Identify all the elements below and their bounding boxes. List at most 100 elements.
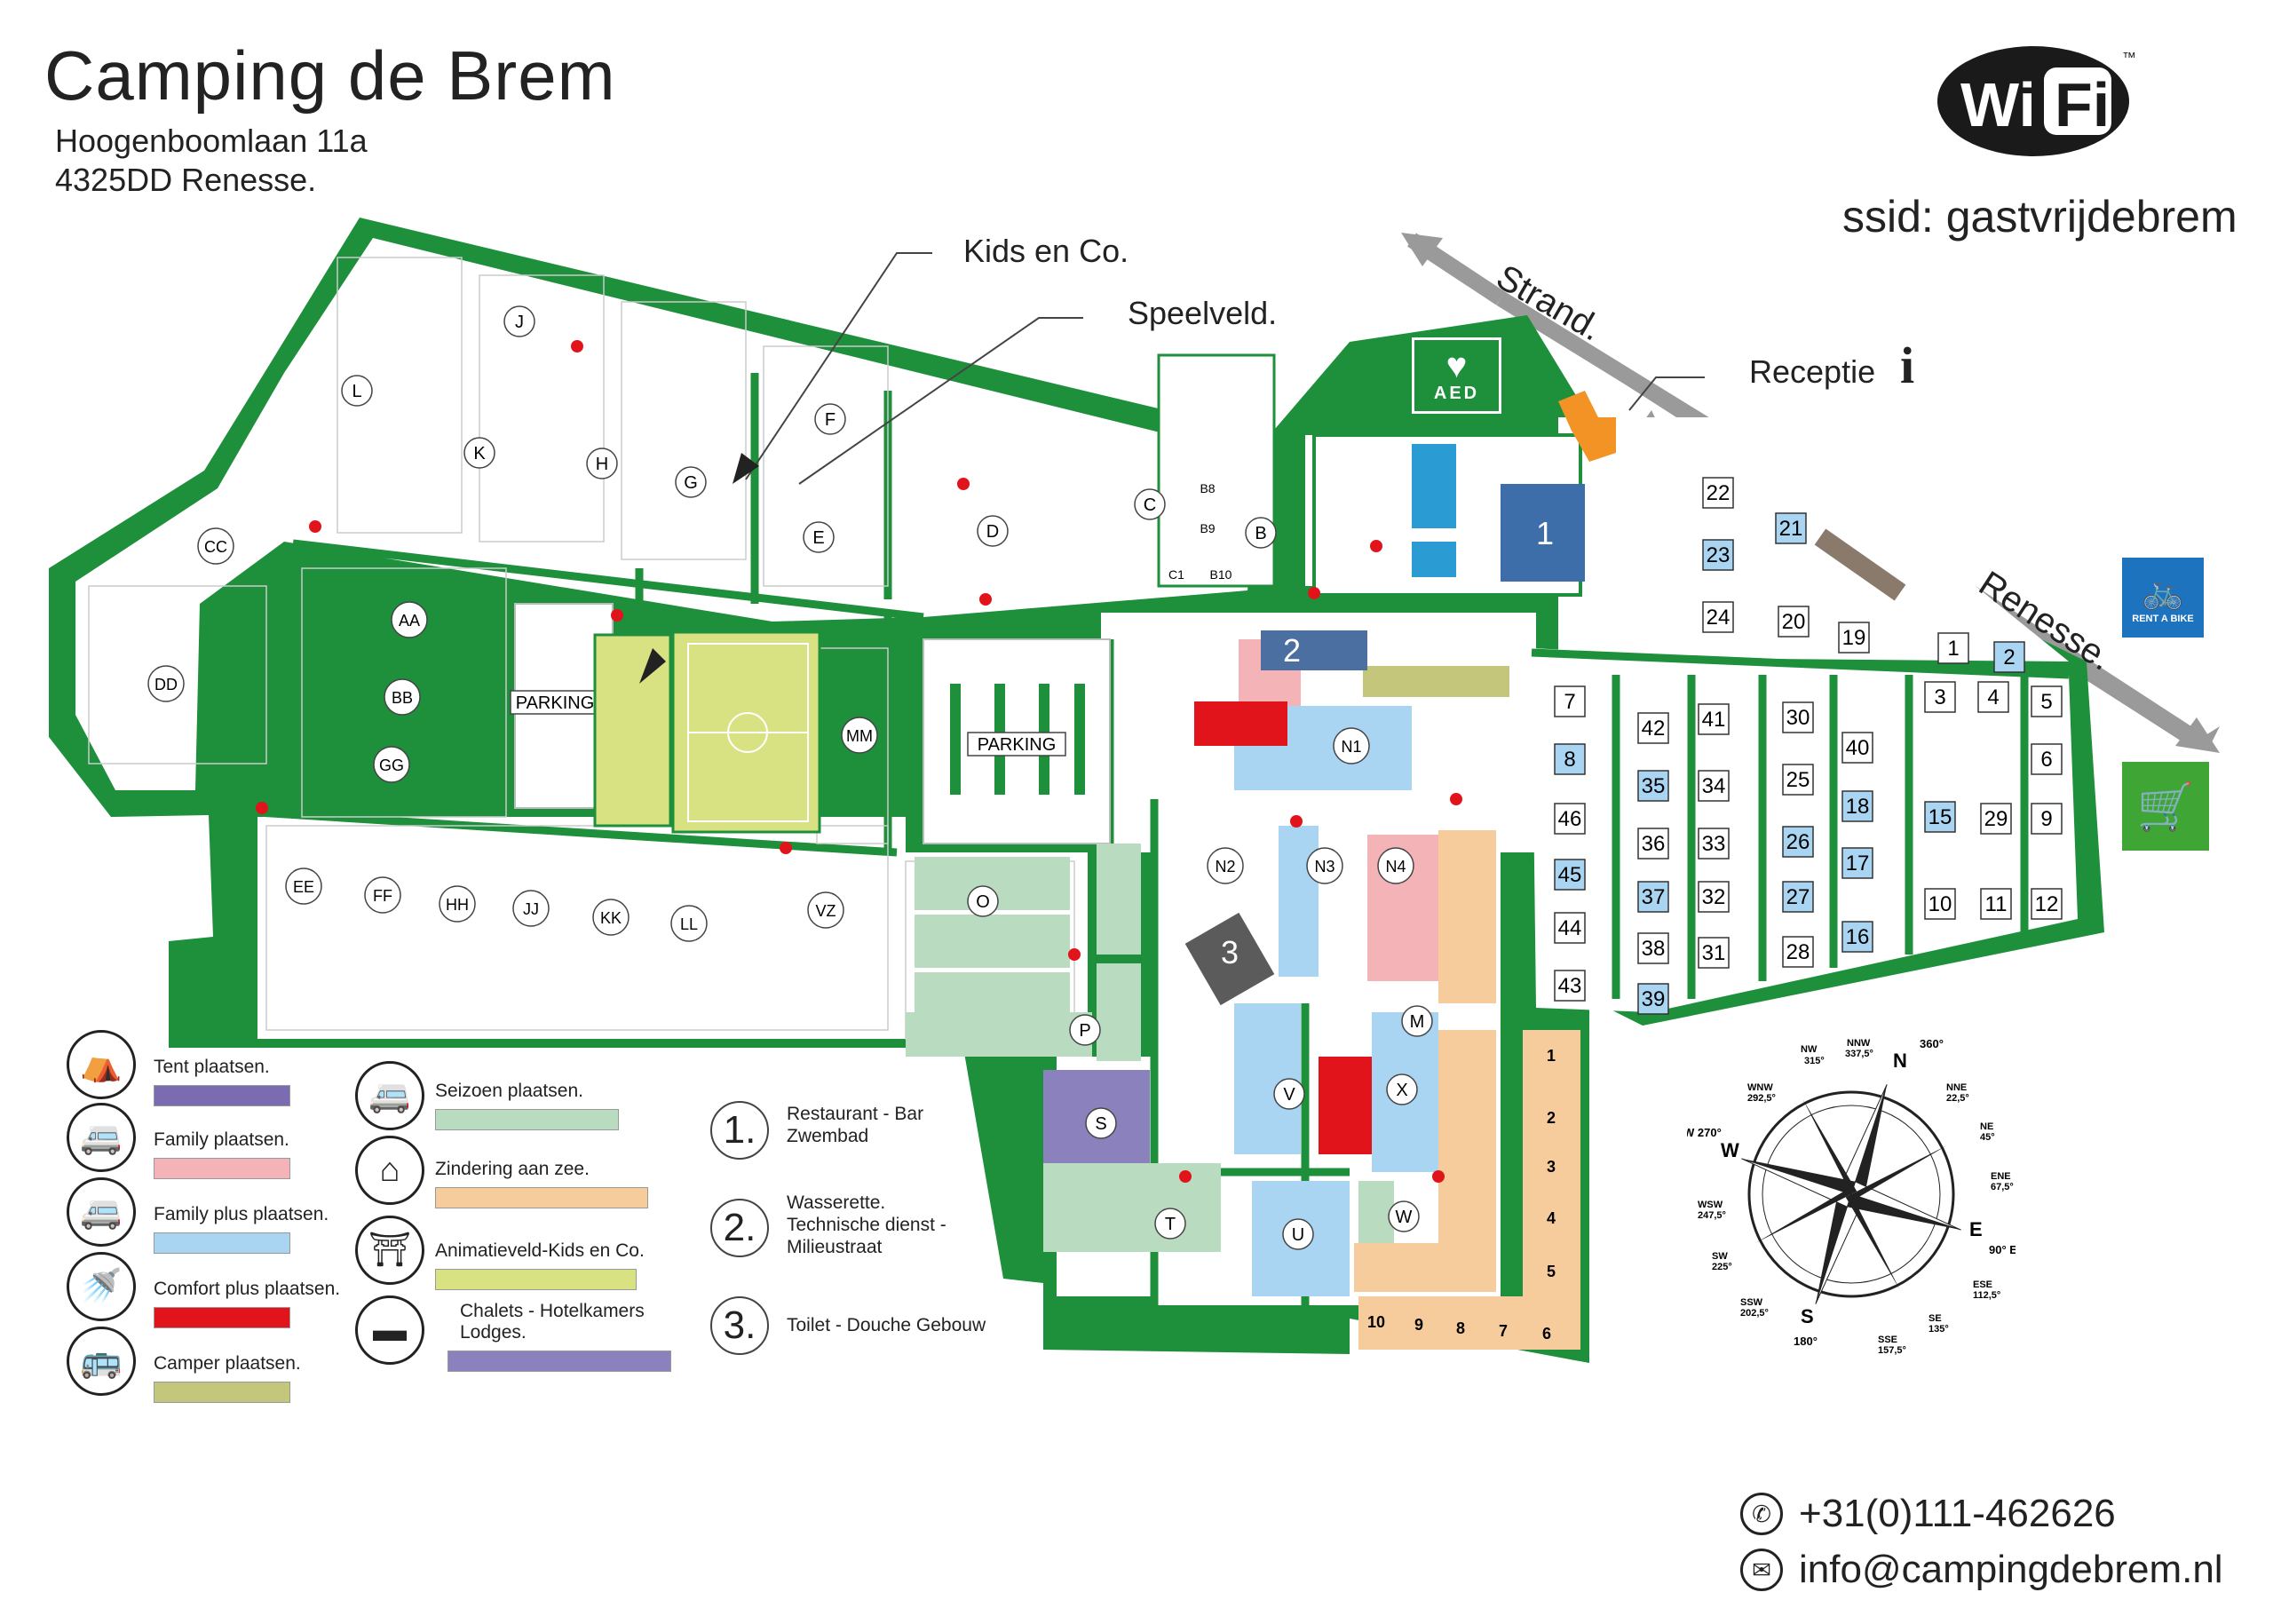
section-marker: CC	[197, 527, 234, 565]
chalet-c1: C1	[1168, 567, 1184, 582]
section-label: GG	[379, 757, 404, 774]
wifi-logo-fi: Fi	[2055, 70, 2110, 139]
section-label: VZ	[815, 902, 836, 920]
plot-box	[1554, 859, 1586, 891]
plot-number: 9	[2040, 807, 2052, 831]
section-marker: J	[503, 305, 535, 337]
compass-sse: SSE	[1878, 1335, 1897, 1345]
legend-label: Family plaatsen.	[154, 1129, 289, 1150]
chalet-b8: B8	[1200, 481, 1215, 495]
plot-number: 34	[1702, 774, 1726, 798]
plot-number: 2	[2003, 646, 2015, 669]
section-marker: E	[803, 521, 835, 553]
wifi-ssid: ssid: gastvrijdebrem	[1842, 192, 2237, 242]
compass-ese-deg: 112,5°	[1973, 1290, 2000, 1301]
legend-label: Animatieveld-Kids en Co.	[435, 1240, 645, 1261]
section-label: B	[1255, 524, 1266, 543]
section-marker: LL	[670, 905, 708, 942]
section-marker: D	[977, 515, 1009, 547]
plot-number: 6	[2040, 748, 2052, 772]
plot-number: 19	[1842, 626, 1866, 650]
legend-item-comfort-plus: 🚿 Comfort plus plaatsen.	[67, 1252, 341, 1328]
legend-item-tent: ⛺ Tent plaatsen.	[67, 1030, 340, 1106]
plot-box	[1637, 712, 1669, 744]
section-marker: W	[1388, 1200, 1420, 1232]
plot-number: 29	[1984, 807, 2008, 831]
section-marker: BB	[384, 678, 421, 716]
legend-swatch	[154, 1307, 290, 1328]
section-label: CC	[204, 538, 227, 556]
info-icon: i	[1900, 337, 1915, 394]
contact-phone: ✆ +31(0)111-462626	[1740, 1492, 2116, 1536]
plot-box	[1782, 764, 1814, 796]
plot-box	[1924, 888, 1956, 920]
section-label: H	[596, 455, 608, 474]
legend-swatch	[447, 1351, 671, 1372]
compass-wnw: WNW	[1747, 1082, 1773, 1093]
legend-item-camper: 🚌 Camper plaatsen.	[67, 1327, 340, 1403]
building-3-label: 3	[1221, 934, 1239, 970]
plot-number: 7	[1564, 690, 1575, 714]
plot-box	[1637, 770, 1669, 802]
section-label: W	[1396, 1208, 1413, 1227]
section-marker: T	[1154, 1208, 1186, 1240]
section-label: FF	[373, 887, 392, 905]
numbered-label-line1: Toilet - Douche Gebouw	[787, 1315, 986, 1335]
plot-box	[1637, 828, 1669, 860]
plot-number: 1	[1947, 637, 1959, 661]
email-address[interactable]: info@campingdebrem.nl	[1799, 1548, 2223, 1591]
section-marker: B	[1245, 517, 1277, 549]
plot-box	[1554, 685, 1586, 717]
swing-icon: ⛩	[355, 1216, 424, 1285]
plot-box	[1841, 921, 1873, 953]
compass-wsw: WSW	[1698, 1200, 1723, 1210]
plot-number: 32	[1702, 885, 1726, 909]
section-label: V	[1283, 1085, 1295, 1105]
aed-badge: ♥ AED	[1412, 337, 1501, 414]
legend-swatch	[154, 1085, 290, 1106]
section-marker: DD	[147, 665, 185, 702]
house-icon: ⌂	[355, 1136, 424, 1205]
section-label: K	[473, 444, 486, 463]
plot-number: 33	[1702, 832, 1726, 856]
plot-number: 22	[1707, 481, 1730, 505]
legend-swatch	[435, 1269, 637, 1290]
callout-kids-en-co: Kids en Co.	[963, 233, 1129, 269]
legend-item-family-plus: 🚐 Family plus plaatsen.	[67, 1177, 340, 1254]
compass-wsw-deg: 247,5°	[1698, 1210, 1726, 1221]
section-label: MM	[846, 727, 873, 745]
legend-item-chalets: ▬ Chalets - Hotelkamers Lodges.	[355, 1295, 671, 1375]
plot-number: 31	[1702, 941, 1726, 965]
section-marker: JJ	[512, 890, 550, 927]
section-marker: K	[463, 437, 495, 469]
compass-s: S	[1801, 1305, 1814, 1327]
legend-item-family: 🚐 Family plaatsen.	[67, 1103, 340, 1179]
plot-number: 15	[1928, 805, 1952, 829]
compass-nw-deg: 315°	[1804, 1056, 1825, 1066]
section-marker: HH	[439, 885, 476, 923]
chalet-b10: B10	[1210, 567, 1232, 582]
legend-item-seizoen: 🚐 Seizoen plaatsen.	[355, 1061, 671, 1136]
tent-icon: ⛺	[67, 1030, 136, 1099]
contact-email: ✉ info@campingdebrem.nl	[1740, 1548, 2223, 1592]
plot-box	[1637, 932, 1669, 964]
plot-number: 41	[1702, 708, 1726, 732]
plot-number: 44	[1558, 916, 1582, 940]
numbered-item-3: 3. Toilet - Douche Gebouw	[710, 1296, 986, 1394]
compass-sse-deg: 157,5°	[1878, 1345, 1906, 1356]
compass-ne: NE	[1980, 1121, 1993, 1132]
section-label: N2	[1215, 858, 1235, 875]
section-marker: VZ	[807, 891, 844, 929]
section-label: KK	[600, 909, 622, 927]
address-street: Hoogenboomlaan 11a	[55, 123, 368, 159]
phone-number[interactable]: +31(0)111-462626	[1799, 1492, 2116, 1535]
number-circle: 3.	[710, 1296, 769, 1355]
section-label: LL	[680, 915, 698, 933]
plot-box	[1637, 983, 1669, 1015]
legend-label: Comfort plus plaatsen.	[154, 1279, 341, 1299]
plot-box	[1698, 937, 1730, 969]
plot-number: 45	[1558, 863, 1582, 887]
plot-number: 46	[1558, 807, 1582, 831]
section-marker: N3	[1306, 847, 1343, 884]
